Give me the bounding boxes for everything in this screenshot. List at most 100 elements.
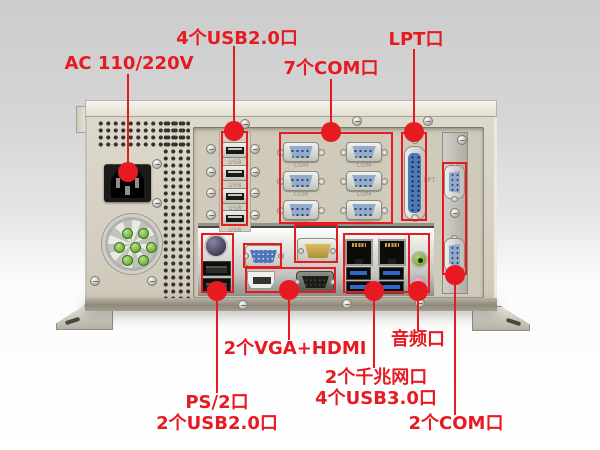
db9-face [289,204,313,216]
screw [342,299,352,309]
hdmi-opening [253,277,271,284]
callout-dot-lpt [404,122,424,142]
jack-nut [451,196,458,202]
usb3-port [379,281,404,294]
callout-rect-com2 [442,162,467,275]
com-port: COM [277,142,325,170]
lan-contacts [385,243,399,247]
lan-latch [355,259,363,264]
vga-face [250,250,277,263]
label-usb2-top: 4个USB2.0口 [176,28,298,49]
usb-tongue [228,216,242,218]
db9-face [289,175,313,187]
screw [206,210,216,220]
usb2-port: USB [222,165,248,189]
psu-fan [102,214,162,274]
usb-opening [226,147,244,154]
screw [152,159,162,169]
fan-hole [129,241,141,253]
db9-face-gold [305,244,331,258]
label-com2: 2个COM口 [408,413,504,434]
usb3-tongue [383,285,400,289]
usb-port-print: USB [228,227,242,234]
label-ps2-usb2: PS/2口 2个USB2.0口 [156,392,278,434]
foot-slot [64,316,81,326]
callout-line-audio [417,291,419,331]
callout-line-usb2 [233,46,235,132]
usb2-port-shield [202,261,231,276]
screw [238,300,248,310]
com-port: COM [340,142,388,170]
vent-holes-column [162,120,190,298]
foot-slot [505,317,522,327]
vga-port-2 [294,271,336,292]
callout-dot-ac [118,162,138,182]
usb-port-print: USB [228,182,242,189]
usb3-tongue [350,271,367,275]
callout-line-vga-hdmi [288,290,290,340]
db25-face [408,153,421,213]
screw [250,188,260,198]
callout-dot-lan-usb3 [364,281,384,301]
callout-rect-vga [243,243,282,268]
label-lan-line2: 4个USB3.0口 [315,388,437,409]
screw [206,144,216,154]
com-port-print: COM [293,162,309,169]
label-lan-usb3: 2个千兆网口 4个USB3.0口 [315,367,437,409]
lpt-port-print: LPT [424,177,436,184]
label-lan-line1: 2个千兆网口 [324,367,428,388]
usb-opening [206,266,227,273]
db9-face [352,146,376,158]
usb-opening [226,170,244,177]
usb-opening [226,215,244,222]
db9-face [352,204,376,216]
callout-dot-audio [408,281,428,301]
callout-line-ps2 [216,291,218,393]
usb-tongue [228,148,242,150]
label-ps2-line1: PS/2口 [185,392,249,413]
lan-contacts [352,243,366,247]
callout-dot-vga-hdmi [279,280,299,300]
screw [152,198,162,208]
callout-rect-com6 [279,132,393,224]
label-com7: 7个COM口 [283,58,379,79]
callout-line-com2 [454,275,456,415]
screw [457,135,467,145]
callout-dot-usb2 [224,121,244,141]
callout-dot-com2 [445,265,465,285]
com-port-print: COM [356,191,372,198]
fan-hole [137,227,149,239]
audio-line-out-jack [411,251,428,268]
screw [250,167,260,177]
screw [206,167,216,177]
callout-rect-lpt [401,132,427,221]
com-port: COM [340,171,388,199]
lan-port [378,239,406,266]
screw [423,116,433,126]
vga-face [302,276,329,288]
callout-line-ac [127,74,129,172]
screw [147,276,157,286]
screw [250,210,260,220]
screw [450,208,460,218]
usb3-port [379,267,404,280]
label-audio: 音频口 [391,329,445,350]
jack-nut [330,248,336,254]
screw [352,116,362,126]
usb-tongue [228,171,242,173]
fan-hole [137,255,149,267]
callout-line-com7 [330,79,332,133]
usb-tongue [228,194,242,196]
com-port-vertical [444,162,466,202]
callout-dot-ps2 [207,281,227,301]
usb3-tongue [383,271,400,275]
screw [206,188,216,198]
com-port-print: COM [293,191,309,198]
chassis-top-face [85,100,497,117]
usb3-tongue [350,285,367,289]
callout-rect-usb2-column [221,131,248,226]
jack-hole [418,258,423,263]
screw [90,276,100,286]
lan-port [345,239,373,266]
